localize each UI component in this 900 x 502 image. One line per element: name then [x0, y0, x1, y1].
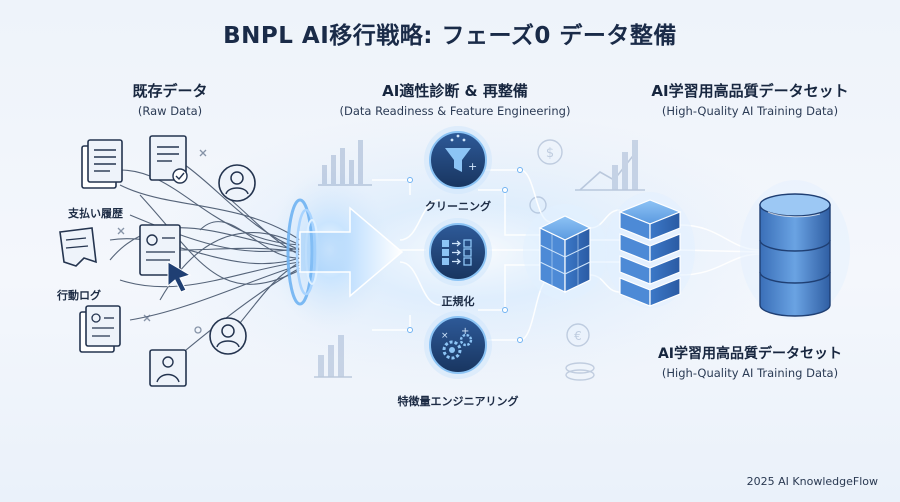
process-title: AI適性診断 & 再整備 [382, 82, 528, 100]
label-cleaning: クリーニング [425, 200, 491, 213]
step-normalization [424, 218, 492, 286]
output-dataset-label: AI学習用高品質データセット (High-Quality AI Training… [640, 343, 860, 380]
scatter-marks [117, 149, 207, 334]
profile-document-icon [139, 224, 181, 276]
svg-text:$: $ [546, 146, 554, 161]
output-subtitle: (High-Quality AI Training Data) [661, 104, 839, 118]
raw-data-title: 既存データ [132, 82, 208, 100]
document-check-icon [149, 135, 188, 184]
svg-text:€: € [574, 329, 582, 343]
big-arrow-icon [299, 206, 404, 298]
bg-bar-chart-icon-2 [314, 335, 352, 378]
svg-text:+: + [468, 160, 477, 173]
svg-text:+: + [461, 326, 469, 337]
raw-data-subtitle: (Raw Data) [137, 104, 203, 118]
step-cleaning: + [424, 126, 492, 194]
raw-data-header: 既存データ (Raw Data) [70, 80, 270, 118]
funnel-icon: + [445, 134, 477, 173]
output-title: AI学習用高品質データセット [651, 82, 849, 100]
server-stack-icon [605, 192, 695, 308]
gears-icon: + × [441, 326, 473, 360]
server-cube-icon [523, 204, 607, 300]
bg-bar-chart-icon [318, 140, 372, 186]
label-normalization: 正規化 [441, 295, 475, 308]
svg-text:×: × [441, 331, 449, 341]
footer-credit: 2025 AI KnowledgeFlow [746, 475, 878, 488]
bg-coin-icon: $ € [529, 139, 595, 381]
output-dataset-subtitle: (High-Quality AI Training Data) [661, 366, 839, 380]
bg-line-chart-icon [575, 140, 645, 191]
normalize-grid-icon [442, 239, 472, 266]
document-user-icon [79, 305, 121, 353]
circuit-nodes [407, 167, 523, 343]
user-icon-2 [209, 317, 247, 355]
cursor-icon [167, 261, 192, 293]
output-dataset-title: AI学習用高品質データセット [657, 346, 843, 362]
label-action-log: 行動ログ [57, 289, 101, 302]
document-icon [81, 139, 123, 189]
tangled-data-lines [109, 164, 301, 356]
torn-document-icon [59, 227, 97, 267]
database-icon [740, 180, 850, 320]
output-header: AI学習用高品質データセット (High-Quality AI Training… [630, 80, 870, 118]
label-payment-history: 支払い履歴 [68, 207, 123, 220]
user-icon [218, 164, 256, 202]
photo-icon [149, 349, 187, 387]
page-title: BNPL AI移行戦略: フェーズ0 データ整備 [223, 23, 677, 49]
label-feature-engineering: 特徴量エンジニアリング [397, 395, 519, 408]
step-feature-engineering: + × [424, 311, 492, 379]
